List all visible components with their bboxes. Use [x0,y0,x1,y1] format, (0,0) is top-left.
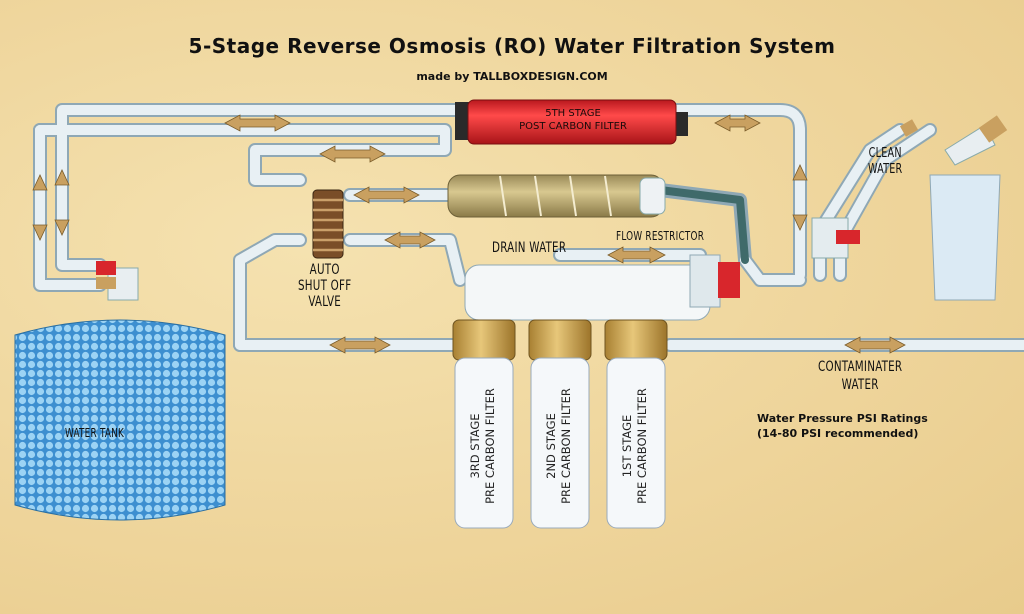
water-tank-label: WATER TANK [65,426,125,440]
water-tank-graphic [14,261,226,521]
auto-shutoff-line3: VALVE [308,294,342,310]
contaminated-water-line2: WATER [841,377,879,393]
filter-stage-2-line1: 2ND STAGE [544,413,558,479]
clean-water-line1: CLEAN [868,146,902,161]
pre-filters-graphic [452,319,668,529]
psi-line2: (14-80 PSI recommended) [757,427,919,440]
auto-shutoff-line1: AUTO [309,262,340,278]
psi-rating-note: Water Pressure PSI Ratings (14-80 PSI re… [757,411,928,441]
membrane-housing [447,174,666,218]
auto-shutoff-valve [312,189,344,259]
fifth-stage-label-line1: 5TH STAGE [545,108,601,119]
psi-line1: Water Pressure PSI Ratings [757,412,928,425]
filter-stage-1-line2: PRE CARBON FILTER [635,388,649,504]
faucet-and-glass [811,115,1008,301]
contaminated-water-line1: CONTAMINATER [818,359,903,375]
filter-stage-1-line1: 1ST STAGE [620,414,634,478]
fifth-stage-label: 5TH STAGE POST CARBON FILTER [478,107,668,133]
filter-stage-3-line2: PRE CARBON FILTER [483,388,497,504]
drain-water-label: DRAIN WATER [492,240,567,256]
clean-water-label: CLEAN WATER [868,146,902,178]
filter-stage-3-line1: 3RD STAGE [468,413,482,479]
fifth-stage-label-line2: POST CARBON FILTER [519,121,627,132]
ro-housing [464,254,740,321]
filter-stage-2-line2: PRE CARBON FILTER [559,388,573,504]
filter-stage-1-label: 1ST STAGE PRE CARBON FILTER [620,371,652,521]
auto-shutoff-label: AUTO SHUT OFF VALVE [296,262,353,310]
filter-stage-3-label: 3RD STAGE PRE CARBON FILTER [468,371,500,521]
fifth-stage-filter [455,99,688,145]
filter-stage-2-label: 2ND STAGE PRE CARBON FILTER [544,371,576,521]
clean-water-line2: WATER [868,162,903,177]
contaminated-water-label: CONTAMINATER WATER [818,358,902,394]
flow-arrows [32,114,906,354]
auto-shutoff-line2: SHUT OFF [297,278,352,294]
page-title: 5-Stage Reverse Osmosis (RO) Water Filtr… [188,34,836,58]
flow-restrictor-label: FLOW RESTRICTOR [616,229,705,243]
credit-text: made by TALLBOXDESIGN.COM [416,70,608,83]
